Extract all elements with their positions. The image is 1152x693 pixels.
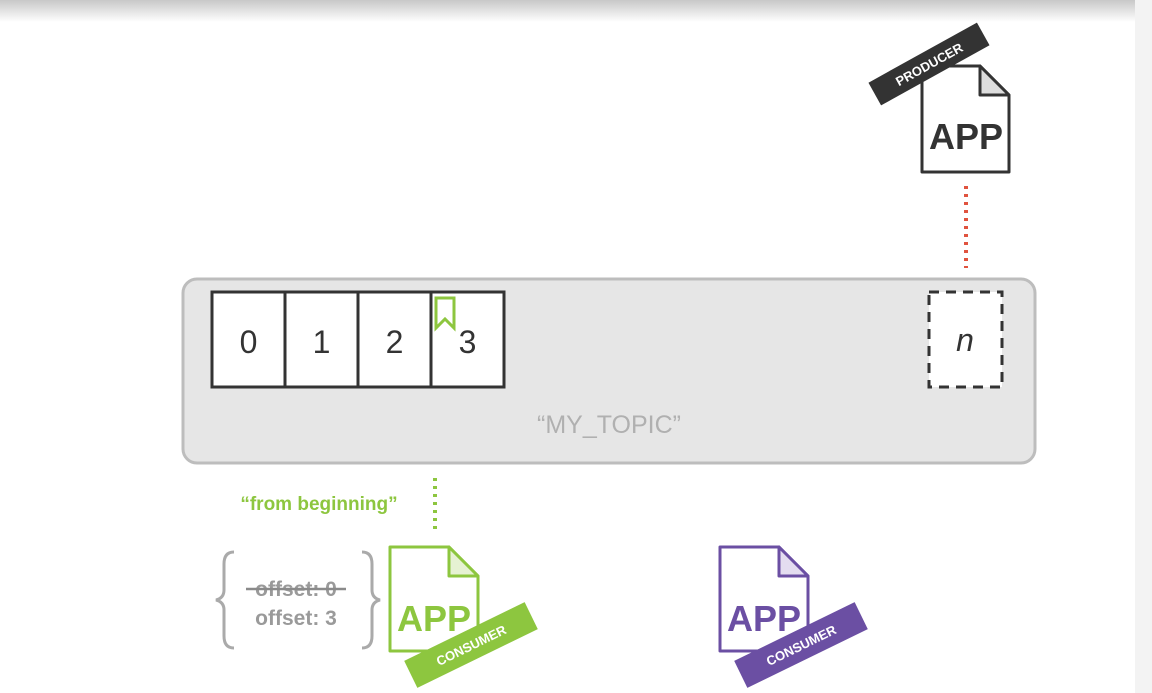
bookmark-icon [434, 296, 456, 332]
partition-offset-label: 2 [386, 324, 404, 360]
right-brace [361, 550, 381, 650]
partition-log: 0 1 2 3 [210, 290, 506, 389]
next-partition-box [927, 290, 1004, 389]
consumer-app-purple-label: APP [727, 598, 801, 639]
from-beginning-note: “from beginning” [240, 494, 397, 515]
partition-offset-label: 0 [240, 324, 258, 360]
producer-app-label: APP [929, 116, 1003, 157]
producer-ribbon-bg [868, 22, 990, 106]
next-partition-label: n [956, 322, 974, 358]
partition-offset-label: 3 [459, 324, 477, 360]
offset-current: offset: 3 [255, 607, 337, 630]
consumer-app-green: APP [388, 545, 480, 653]
consumer-app-purple: APP [718, 545, 810, 653]
partition-cell [210, 290, 287, 389]
producer-app: APP [920, 64, 1011, 174]
consumer-app-green-label: APP [397, 598, 471, 639]
right-edge-strip [1135, 0, 1152, 693]
partition-offset-label: 1 [313, 324, 331, 360]
topic-name: “MY_TOPIC” [537, 411, 681, 439]
left-brace [215, 550, 235, 650]
partition-cell [283, 290, 360, 389]
consumer-ribbon-purple-bg [734, 602, 868, 688]
consumer-ribbon-green-bg [404, 602, 538, 688]
top-shadow [0, 0, 1135, 22]
